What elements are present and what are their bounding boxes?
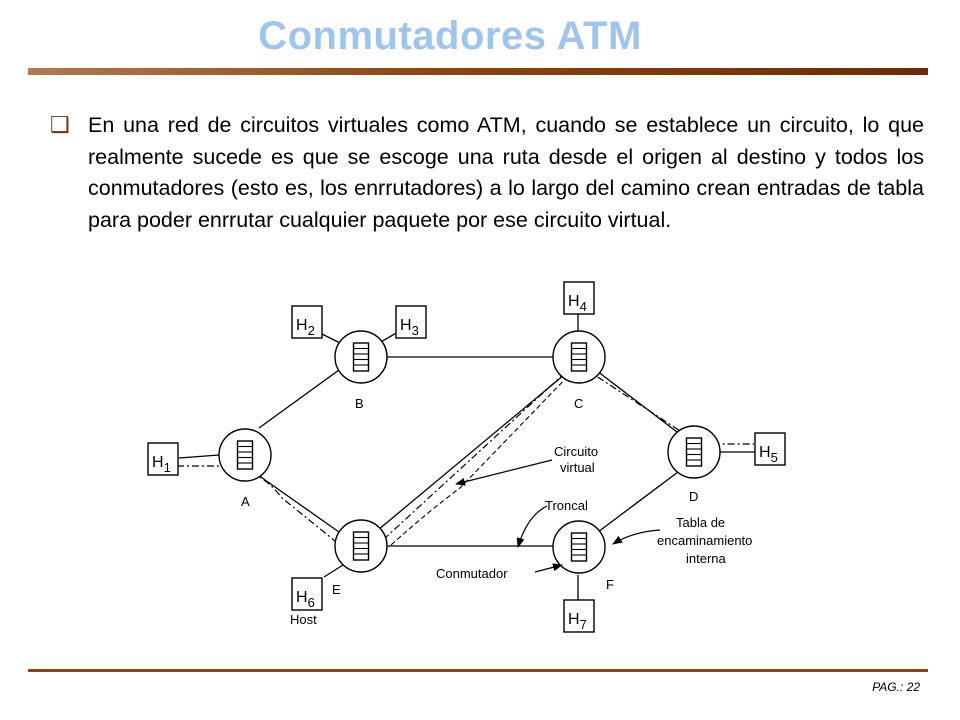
node-label-c: C	[574, 396, 583, 411]
virtual-circuit-path-2	[390, 371, 573, 546]
label-virtual: virtual	[560, 460, 595, 475]
trunk-d-f	[597, 471, 679, 533]
host-h4-sub: 4	[580, 299, 587, 314]
switch-node-c: C	[552, 330, 606, 411]
link-h6-e	[323, 564, 344, 578]
switch-node-d: D	[667, 425, 721, 504]
host-h6-sub: 6	[308, 595, 315, 610]
svg-text:H6: H6	[296, 589, 315, 610]
host-h4-letter: H	[568, 293, 580, 310]
host-h7-sub: 7	[580, 617, 587, 632]
host-h3-sub: 3	[412, 323, 419, 338]
host-h1-letter: H	[152, 454, 164, 471]
title-divider	[28, 68, 928, 75]
host-h1-sub: 1	[164, 460, 171, 475]
arrow-troncal	[516, 505, 548, 548]
node-label-a: A	[241, 494, 250, 509]
label-conmutador: Conmutador	[436, 566, 508, 581]
host-h3-letter: H	[400, 317, 412, 334]
trunk-links	[257, 356, 679, 547]
svg-text:H2: H2	[296, 317, 315, 338]
host-h2: H2	[291, 305, 323, 339]
switch-node-f: F	[552, 520, 614, 592]
host-h5-sub: 5	[771, 450, 778, 465]
trunk-e-c	[377, 374, 565, 531]
host-h5-letter: H	[759, 444, 771, 461]
trunk-a-e	[257, 474, 340, 533]
switch-node-b: B	[334, 330, 388, 411]
node-label-b: B	[355, 396, 364, 411]
host-h1: H1	[147, 442, 179, 476]
host-h2-letter: H	[296, 317, 308, 334]
square-bullet-icon: ❑	[50, 112, 70, 137]
label-troncal: Troncal	[545, 498, 588, 513]
host-h7: H7	[563, 599, 595, 633]
host-h7-letter: H	[568, 611, 580, 628]
label-tabla-1: Tabla de	[676, 515, 725, 530]
svg-text:H3: H3	[400, 317, 419, 338]
svg-text:H1: H1	[152, 454, 171, 475]
page-number: PAG.: 22	[872, 680, 920, 694]
svg-text:H7: H7	[568, 611, 587, 632]
node-label-d: D	[689, 489, 698, 504]
trunk-c-d	[596, 370, 678, 433]
label-host: Host	[290, 612, 317, 627]
host-h6: H6	[291, 577, 323, 611]
slide-title: Conmutadores ATM	[258, 14, 642, 58]
node-label-f: F	[606, 577, 614, 592]
arrow-conmutador	[534, 563, 563, 573]
host-h4: H4	[563, 281, 595, 315]
link-h1-a	[178, 454, 220, 459]
host-h5: H5	[754, 432, 786, 466]
svg-text:H4: H4	[568, 293, 587, 314]
trunk-a-b	[258, 369, 340, 429]
bullet-text: En una red de circuitos virtuales como A…	[88, 113, 924, 232]
label-circuito: Circuito	[554, 444, 598, 459]
svg-text:H5: H5	[759, 444, 778, 465]
host-h2-sub: 2	[308, 323, 315, 338]
node-label-e: E	[332, 582, 341, 597]
switch-node-a: A	[218, 428, 272, 509]
label-tabla-2: encaminamiento	[657, 533, 752, 548]
arrow-tabla	[612, 529, 661, 545]
host-h6-letter: H	[296, 589, 308, 606]
host-h3: H3	[395, 305, 427, 339]
switch-node-e: E	[332, 519, 388, 597]
label-tabla-3: interna	[686, 551, 727, 566]
footer-divider	[28, 669, 928, 672]
arrow-circuito-virtual	[455, 459, 553, 486]
